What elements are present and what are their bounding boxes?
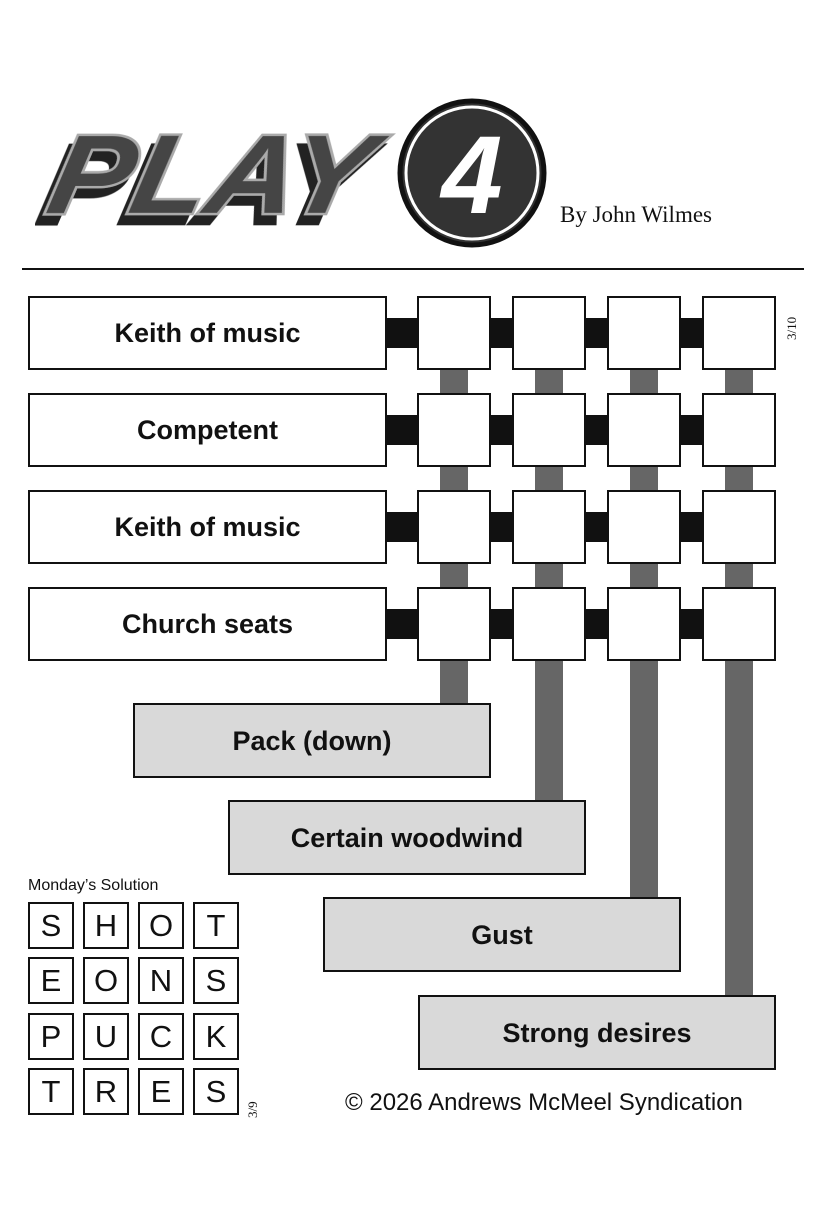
answer-cell[interactable] — [702, 296, 776, 370]
solution-cell: T — [193, 902, 239, 949]
solution-cell: E — [28, 957, 74, 1004]
solution-cell: R — [83, 1068, 129, 1115]
answer-cell[interactable] — [512, 393, 586, 467]
answer-cell[interactable] — [607, 393, 681, 467]
solution-cell: P — [28, 1013, 74, 1060]
across-connector — [385, 415, 419, 445]
answer-cell[interactable] — [702, 490, 776, 564]
solution-date: 3/9 — [245, 1101, 260, 1118]
answer-cell[interactable] — [607, 587, 681, 661]
down-clue-4: Strong desires — [418, 995, 776, 1070]
solution-cell: H — [83, 902, 129, 949]
puzzle-date: 3/10 — [784, 316, 799, 340]
answer-cell[interactable] — [417, 587, 491, 661]
logo-word: PLAY — [39, 111, 396, 237]
answer-cell[interactable] — [512, 587, 586, 661]
logo-circle — [397, 98, 547, 248]
answer-cell[interactable] — [702, 393, 776, 467]
answer-cell[interactable] — [607, 490, 681, 564]
across-connector — [385, 318, 419, 348]
solution-cell: S — [193, 1068, 239, 1115]
copyright: © 2026 Andrews McMeel Syndication — [345, 1089, 743, 1116]
solution-cell: K — [193, 1013, 239, 1060]
across-connector — [584, 415, 609, 445]
solution-label: Monday’s Solution — [28, 877, 159, 894]
across-connector — [584, 609, 609, 639]
down-clue-3: Gust — [323, 897, 681, 972]
across-connector — [385, 512, 419, 542]
answer-cell[interactable] — [512, 296, 586, 370]
solution-cell: T — [28, 1068, 74, 1115]
across-connector — [679, 318, 704, 348]
across-connector — [489, 415, 514, 445]
solution-cell: S — [193, 957, 239, 1004]
answer-cell[interactable] — [417, 296, 491, 370]
across-connector — [489, 318, 514, 348]
solution-cell: S — [28, 902, 74, 949]
across-connector — [679, 609, 704, 639]
answer-cell[interactable] — [702, 587, 776, 661]
across-clue-2: Competent — [28, 393, 387, 467]
across-connector — [584, 318, 609, 348]
down-clue-2: Certain woodwind — [228, 800, 586, 875]
across-connector — [679, 415, 704, 445]
across-connector — [489, 609, 514, 639]
across-connector — [584, 512, 609, 542]
across-clue-4: Church seats — [28, 587, 387, 661]
byline: By John Wilmes — [560, 202, 712, 227]
across-clue-1: Keith of music — [28, 296, 387, 370]
solution-cell: O — [138, 902, 184, 949]
logo-digit: 4 — [439, 114, 502, 237]
across-clue-3: Keith of music — [28, 490, 387, 564]
solution-cell: O — [83, 957, 129, 1004]
down-clue-1: Pack (down) — [133, 703, 491, 778]
answer-cell[interactable] — [512, 490, 586, 564]
solution-cell: E — [138, 1068, 184, 1115]
answer-cell[interactable] — [607, 296, 681, 370]
answer-cell[interactable] — [417, 490, 491, 564]
solution-cell: N — [138, 957, 184, 1004]
answer-cell[interactable] — [417, 393, 491, 467]
solution-cell: C — [138, 1013, 184, 1060]
play4-logo: PLAY 4 — [36, 98, 547, 248]
solution-cell: U — [83, 1013, 129, 1060]
across-connector — [679, 512, 704, 542]
divider — [22, 268, 804, 270]
across-connector — [489, 512, 514, 542]
across-connector — [385, 609, 419, 639]
